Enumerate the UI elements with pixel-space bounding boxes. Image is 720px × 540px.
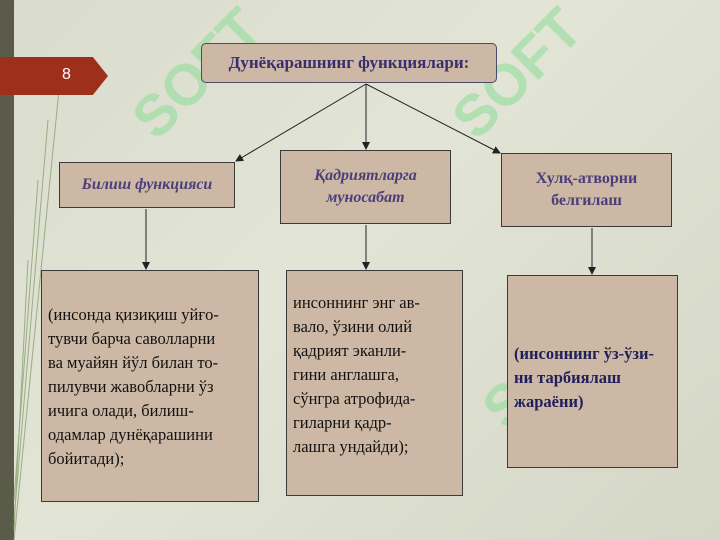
slide-number-tab: 8: [0, 57, 108, 95]
arrow-to-cognitive: [235, 83, 367, 162]
left-stripe: [0, 0, 14, 540]
cognitive-function-description: (инсонда қизиқиш уйғо- тувчи барча савол…: [41, 270, 259, 502]
behavior-regulation-description: (инсоннинг ўз-ўзи- ни тарбиялаш жараёни): [507, 275, 678, 468]
behavior-regulation-header: Хулқ-атворни белгилаш: [501, 153, 672, 227]
decorative-lines: [13, 79, 61, 540]
values-attitude-description: инсоннинг энг ав- вало, ўзини олий қадри…: [286, 270, 463, 496]
values-attitude-header: Қадриятларга муносабат: [280, 150, 451, 224]
cognitive-function-header: Билиш функцияси: [59, 162, 235, 208]
slide-number: 8: [62, 66, 71, 83]
arrow-to-behavior: [365, 83, 501, 154]
diagram-title: Дунёқарашнинг функциялари:: [201, 43, 497, 83]
